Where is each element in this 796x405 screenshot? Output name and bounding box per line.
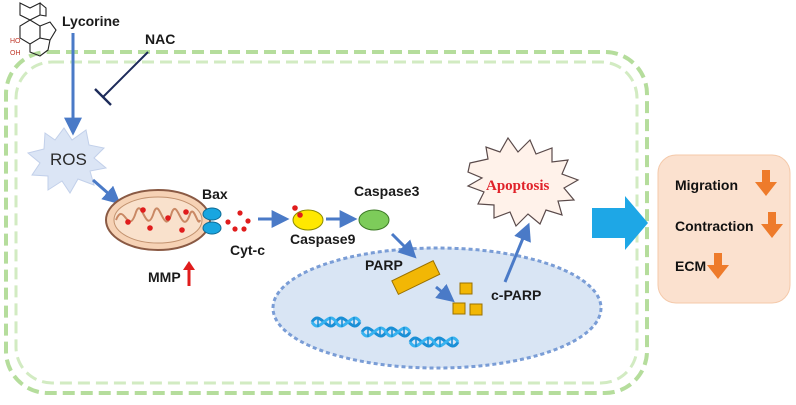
ros-label: ROS: [50, 150, 87, 169]
bax-label: Bax: [202, 186, 228, 202]
lycorine-label: Lycorine: [62, 13, 120, 29]
nac-label: NAC: [145, 31, 175, 47]
migration-decrease-arrow-icon: [755, 170, 777, 196]
bax-channel-icon: [202, 207, 222, 235]
caspase3-label: Caspase3: [354, 183, 420, 199]
contraction-decrease-arrow-icon: [761, 212, 783, 238]
apoptosis-burst-icon: [466, 136, 580, 228]
hydroxyl-label-bottom: OH: [10, 50, 21, 57]
mmp-label: MMP: [148, 269, 181, 285]
ros-burst-icon: [26, 127, 108, 194]
mmp-increase-arrow-icon: [183, 261, 195, 286]
outcome-migration-label: Migration: [675, 177, 738, 193]
cparp-to-apoptosis-arrow: [503, 222, 531, 283]
mitochondrion-icon: [105, 189, 211, 251]
hydroxyl-label-top: HO: [10, 38, 21, 45]
parp-label: PARP: [365, 257, 403, 273]
lycorine-structure-icon: [19, 2, 57, 57]
caspase3-icon: [358, 209, 390, 231]
cleaved-parp-icon: [452, 282, 483, 316]
nucleus: [271, 246, 603, 370]
parp-to-cparp-arrow: [435, 283, 455, 303]
outcome-box: [657, 154, 791, 304]
outcome-ecm-label: ECM: [675, 258, 706, 274]
cytochrome-c-dots: [225, 210, 251, 232]
nac-inhibition-line: [102, 51, 149, 98]
outcome-arrow-icon: [592, 196, 648, 250]
ecm-decrease-arrow-icon: [707, 253, 729, 279]
nac-inhibition-bar: [94, 88, 112, 106]
apoptosis-label: Apoptosis: [486, 178, 550, 194]
outcome-contraction-label: Contraction: [675, 218, 754, 234]
caspase9-icon: [292, 205, 324, 231]
parp-icon: [391, 260, 441, 296]
cparp-label: c-PARP: [491, 287, 541, 303]
cytc-label: Cyt-c: [230, 242, 265, 258]
ros-to-mito-arrow: [92, 178, 121, 205]
caspase3-to-parp-arrow: [390, 232, 417, 259]
cell-membrane-outer: [4, 50, 649, 395]
caspase9-label: Caspase9: [290, 231, 356, 247]
